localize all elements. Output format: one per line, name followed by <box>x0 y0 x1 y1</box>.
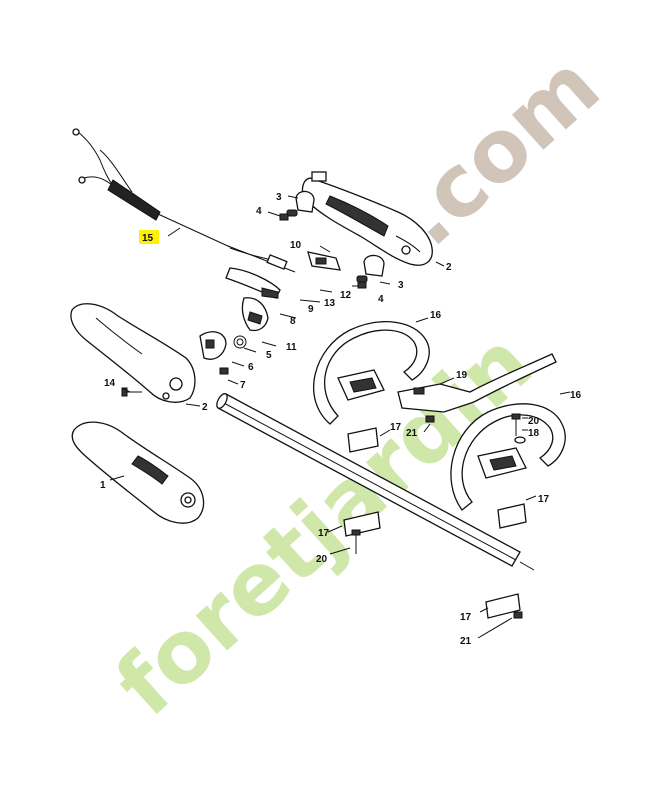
clamp-17-a <box>347 427 379 453</box>
screw-20-b <box>351 529 361 554</box>
handle-clamp-lower <box>356 254 385 283</box>
handle-clamp-upper <box>286 190 315 217</box>
callout-12: 12 <box>340 290 352 301</box>
callout-17a: 17 <box>390 422 402 433</box>
callout-5: 5 <box>266 350 272 361</box>
callout-17d: 17 <box>460 612 472 623</box>
switch-shaft <box>199 331 227 360</box>
trigger-lockout-part <box>307 251 341 271</box>
callout-14: 14 <box>104 378 116 389</box>
torsion-spring <box>233 335 247 349</box>
callout-13: 13 <box>324 298 336 309</box>
nut-21-b <box>513 611 523 619</box>
callout-7: 7 <box>240 380 246 391</box>
callout-3b: 3 <box>398 280 404 291</box>
callout-17c: 17 <box>318 528 330 539</box>
callout-16b: 16 <box>570 390 582 401</box>
callout-6: 6 <box>248 362 254 373</box>
callout-3a: 3 <box>276 192 282 203</box>
clamp-17-d <box>485 593 521 619</box>
handle-housing-left <box>70 303 196 403</box>
screw-20-a <box>511 413 521 436</box>
nut-21-a <box>425 415 435 423</box>
interlock-lever <box>241 297 269 332</box>
callout-11: 11 <box>286 342 297 353</box>
callout-19: 19 <box>456 370 468 381</box>
barrier-bar <box>397 353 557 413</box>
callout-9: 9 <box>308 304 314 315</box>
loop-handle-upper <box>313 321 430 425</box>
callout-20b: 20 <box>316 554 328 565</box>
callout-15-label: 15 <box>142 233 154 244</box>
leader-lines <box>109 195 571 639</box>
throttle-trigger <box>225 267 281 299</box>
callout-8: 8 <box>290 316 296 327</box>
callout-15-highlight <box>139 230 159 244</box>
callout-16a: 16 <box>430 310 442 321</box>
callout-20a: 20 <box>528 416 540 427</box>
screw-14 <box>121 387 142 397</box>
callout-21b: 21 <box>460 636 472 647</box>
washer-18 <box>514 436 526 444</box>
handle-housing-top <box>301 171 433 266</box>
callout-10: 10 <box>290 240 302 251</box>
callout-18: 18 <box>528 428 540 439</box>
callout-1: 1 <box>100 480 106 491</box>
callout-4a: 4 <box>256 206 262 217</box>
callout-21a: 21 <box>406 428 418 439</box>
throttle-cable-assembly <box>72 128 296 273</box>
loop-handle-lower <box>450 403 566 511</box>
screw-7 <box>219 367 229 375</box>
callout-2a: 2 <box>446 262 452 273</box>
callout-2b: 2 <box>202 402 208 413</box>
clamp-17-b <box>497 503 527 529</box>
screw-4-b <box>357 281 367 289</box>
handle-complete <box>71 421 205 524</box>
drive-tube <box>216 393 535 571</box>
screw-4-a <box>279 213 289 221</box>
callout-17b: 17 <box>538 494 550 505</box>
callout-4b: 4 <box>378 294 384 305</box>
callout-15: 15 <box>139 230 159 244</box>
